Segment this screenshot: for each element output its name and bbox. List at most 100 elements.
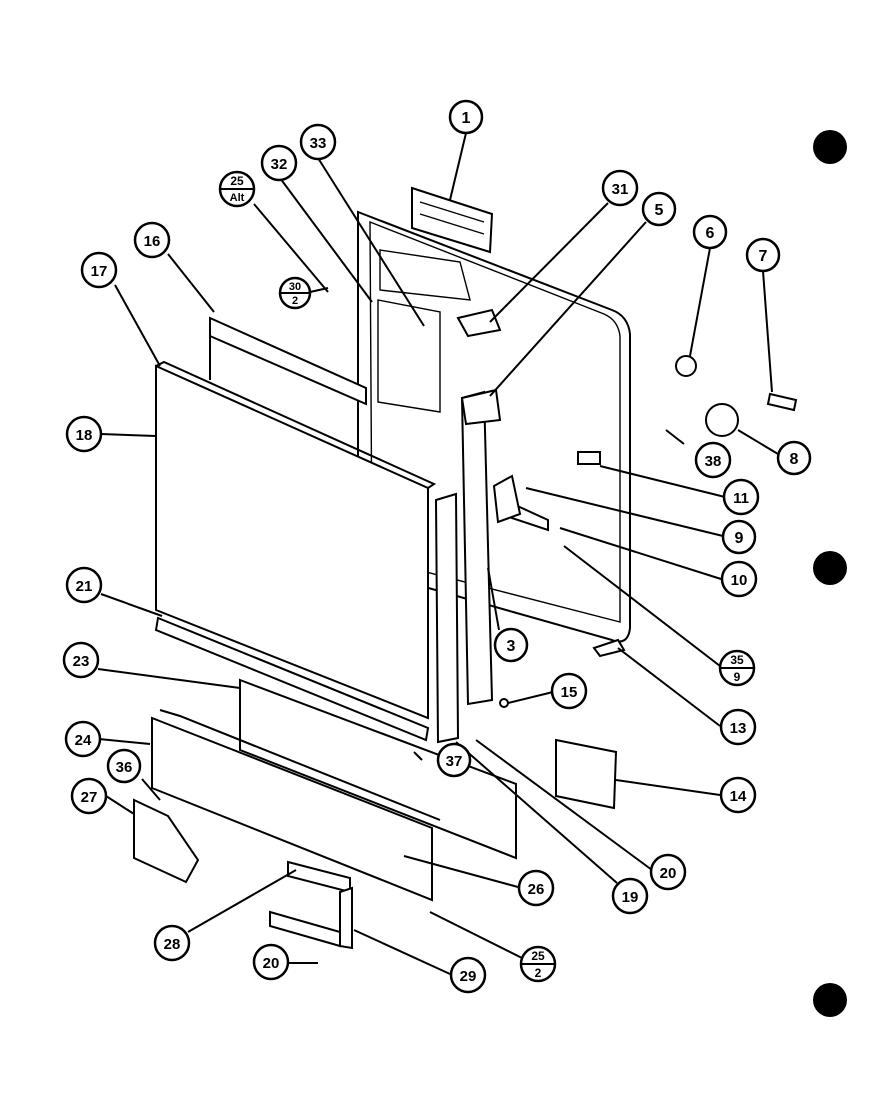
svg-text:25: 25 [230,174,244,188]
callout-33: 33 [299,123,337,161]
door-latch [456,308,502,338]
fraction-callout-25-2: 25 2 [519,945,557,983]
callout-7: 7 [745,237,781,273]
binder-hole-top [813,130,847,164]
callout-5: 5 [641,191,677,227]
callout-23: 23 [62,641,100,679]
vent-panel [379,249,471,301]
svg-text:9: 9 [734,670,741,684]
outer-door-panel [155,364,429,720]
callout-26: 26 [517,869,555,907]
callout-8: 8 [776,440,812,476]
callout-29: 29 [449,956,487,994]
callout-18: 18 [65,415,103,453]
part-drawings [133,186,798,950]
switch-bracket [460,388,502,426]
vent-louvers [419,201,485,235]
mounting-bracket-side [339,886,353,950]
panel-14 [555,738,618,810]
svg-text:7: 7 [759,248,768,265]
callout-32: 32 [260,144,298,182]
side-trim [434,492,460,744]
svg-text:8: 8 [790,451,799,468]
svg-text:6: 6 [706,225,715,242]
fraction-callouts: 25 Alt 30 2 35 9 25 2 [218,170,756,983]
callout-3: 3 [493,627,529,663]
svg-text:33: 33 [310,135,327,152]
svg-text:27: 27 [81,789,98,806]
svg-text:29: 29 [460,968,477,985]
svg-text:15: 15 [561,684,578,701]
door-switch [577,451,601,465]
svg-text:18: 18 [76,427,93,444]
svg-text:32: 32 [271,156,288,173]
callout-28: 28 [153,924,191,962]
callout-bubbles: 1 3 5 6 7 8 9 10 11 13 14 15 16 17 18 19… [62,99,812,994]
svg-text:26: 26 [528,881,545,898]
bottom-trim-strip [154,616,430,742]
svg-text:31: 31 [612,181,629,198]
callout-19: 19 [611,877,649,915]
callout-14: 14 [719,776,757,814]
linkage-cam [492,474,522,524]
callout-36: 36 [106,748,142,784]
callout-21: 21 [65,566,103,604]
callout-15: 15 [550,672,588,710]
svg-text:20: 20 [660,865,677,882]
access-panel [239,678,517,860]
callout-11: 11 [722,478,760,516]
svg-text:37: 37 [446,753,463,770]
svg-text:35: 35 [730,653,744,667]
callout-20-bottom: 20 [252,943,290,981]
svg-text:5: 5 [655,202,664,219]
callout-9: 9 [721,519,757,555]
screw-15 [499,698,509,708]
dial-8 [705,403,739,437]
callout-10: 10 [720,560,758,598]
callout-16: 16 [133,221,171,259]
kick-plate [151,716,433,902]
fraction-callout-25-alt: 25 Alt [218,170,256,208]
binder-hole-middle [813,551,847,585]
svg-text:28: 28 [164,936,181,953]
svg-text:16: 16 [144,233,161,250]
svg-text:Alt: Alt [230,192,245,204]
svg-text:13: 13 [730,720,747,737]
foot-13 [592,638,626,658]
callout-1: 1 [448,99,484,135]
svg-text:2: 2 [292,295,298,307]
svg-text:25: 25 [531,949,545,963]
fraction-callout-30-2: 30 2 [278,276,312,310]
svg-text:9: 9 [735,530,744,547]
svg-text:21: 21 [76,578,93,595]
svg-text:2: 2 [535,966,542,980]
callout-6: 6 [692,214,728,250]
callout-31: 31 [601,169,639,207]
svg-text:38: 38 [705,453,722,470]
vent-bracket [411,186,494,254]
callout-17: 17 [80,251,118,289]
callout-37: 37 [436,742,472,778]
inner-door-frame-lip [369,220,621,623]
callout-24: 24 [64,720,102,758]
svg-text:36: 36 [116,759,133,776]
inner-panel-detail [377,299,441,413]
svg-text:1: 1 [462,110,471,127]
svg-text:17: 17 [91,263,108,280]
callout-20-right: 20 [649,853,687,891]
kick-plate-flange [159,709,441,821]
svg-text:30: 30 [289,281,301,293]
svg-text:19: 19 [622,889,639,906]
svg-text:20: 20 [263,955,280,972]
binder-hole-bottom [813,983,847,1017]
kick-insulation [133,798,200,884]
fraction-callout-35-9: 35 9 [718,649,756,687]
svg-text:14: 14 [730,788,747,805]
leader-lines [97,132,779,975]
lever-7 [766,392,798,412]
callout-13: 13 [719,708,757,746]
svg-text:11: 11 [733,490,749,507]
svg-text:24: 24 [75,732,92,749]
svg-text:3: 3 [507,638,516,655]
